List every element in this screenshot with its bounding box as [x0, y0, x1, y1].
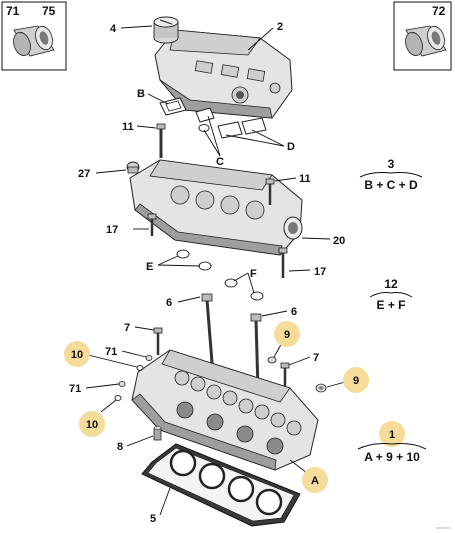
- svg-text:9: 9: [284, 329, 290, 341]
- bolt-17-left: [147, 213, 157, 236]
- kit-formula: B + C + D: [364, 178, 418, 192]
- callout-11-right: 11: [299, 173, 311, 185]
- bushing-sleeve-icon: [13, 25, 55, 57]
- svg-text:A: A: [311, 475, 319, 487]
- dowel-71-lower: [118, 381, 126, 387]
- callout-5: 5: [150, 513, 156, 525]
- inset-box-right: 72: [393, 1, 452, 71]
- callout-e: E: [146, 261, 153, 273]
- seal-10-upper: [136, 365, 144, 371]
- cam-carrier: [129, 159, 303, 256]
- callout-17-right: 17: [314, 266, 326, 278]
- bolt-11-right: [265, 178, 275, 205]
- callout-2: 2: [277, 21, 283, 33]
- ring-f: [224, 278, 264, 301]
- badge-a: A: [302, 467, 328, 493]
- kit-formula: E + F: [376, 298, 405, 312]
- badge-10-upper: 10: [64, 341, 90, 367]
- gasket-d: [217, 117, 267, 139]
- bushing-sleeve-icon: [405, 25, 447, 57]
- callout-8: 8: [117, 441, 123, 453]
- bolt-11-upper: [156, 123, 166, 158]
- svg-text:9: 9: [353, 375, 359, 387]
- kit-1-formula: 1 A + 9 + 10: [357, 421, 427, 464]
- callout-b: B: [137, 88, 145, 100]
- callout-6-right: 6: [291, 306, 297, 318]
- callout-7-right: 7: [313, 352, 319, 364]
- callout-d: D: [287, 141, 295, 153]
- camshaft-housing: [154, 29, 293, 119]
- callout-4: 4: [110, 23, 117, 35]
- callout-20: 20: [333, 235, 345, 247]
- plug-9-upper: [267, 356, 277, 364]
- seal-10-lower: [114, 395, 122, 401]
- plug-9-right: [315, 383, 327, 393]
- kit-number: 12: [384, 277, 398, 291]
- callout-71-lower: 71: [69, 383, 81, 395]
- badge-10-lower: 10: [79, 411, 105, 437]
- dowel-71-upper: [145, 355, 153, 361]
- svg-text:10: 10: [86, 419, 98, 431]
- bolt-7-left: [153, 327, 163, 355]
- gasket-c-ring: [195, 107, 215, 132]
- kit-formula: A + 9 + 10: [364, 450, 420, 464]
- callout-11-upper: 11: [122, 121, 134, 133]
- callout-6-left: 6: [166, 297, 172, 309]
- gasket-b: [159, 97, 187, 116]
- callout-labels: 4 2 B 11 C D 27 11 17 20 E F 17 6 6 7 7 …: [69, 21, 345, 525]
- pin-8: [153, 426, 162, 441]
- cylinder-head: [131, 349, 319, 471]
- corner-mark: [436, 527, 450, 529]
- callout-7-left: 7: [124, 322, 130, 334]
- inset-label-72: 72: [432, 4, 446, 18]
- inset-box-left: 71 75: [1, 1, 67, 71]
- rings-e: [176, 249, 212, 271]
- cover-cap: [153, 16, 179, 44]
- head-gasket: [141, 443, 301, 527]
- callout-17-left: 17: [106, 224, 118, 236]
- callout-c: C: [216, 156, 224, 168]
- inset-label-75: 75: [42, 4, 56, 18]
- callout-27: 27: [78, 168, 90, 180]
- svg-text:10: 10: [71, 349, 83, 361]
- sensor-27: [126, 161, 140, 174]
- badge-9-right: 9: [343, 367, 369, 393]
- kit-number: 1: [389, 429, 395, 441]
- kit-number: 3: [388, 157, 395, 171]
- bolt-6-left: [201, 293, 215, 376]
- bolt-17-right: [278, 247, 288, 278]
- callout-f: F: [250, 268, 257, 280]
- badge-9-upper: 9: [274, 321, 300, 347]
- inset-label-71: 71: [6, 4, 20, 18]
- callout-71-upper: 71: [105, 346, 117, 358]
- kit-12-formula: 12 E + F: [369, 277, 413, 312]
- kit-3-formula: 3 B + C + D: [359, 157, 423, 192]
